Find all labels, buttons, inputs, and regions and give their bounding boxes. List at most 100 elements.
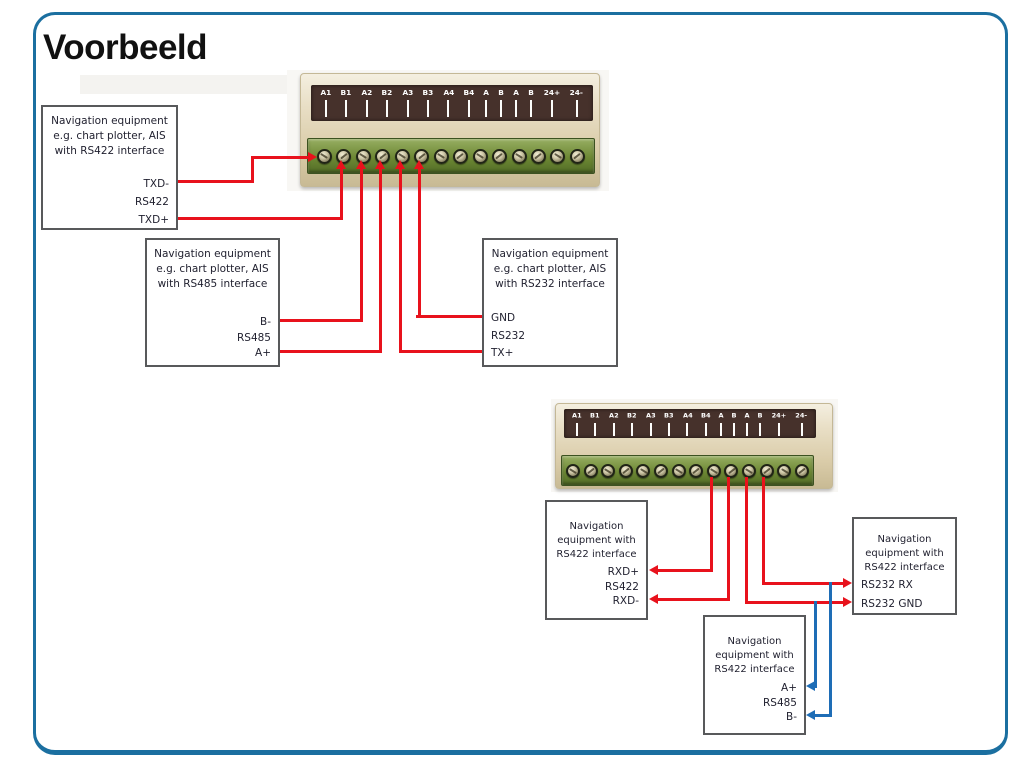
terminal-tick-mark <box>686 423 689 436</box>
terminal-screw <box>724 463 739 478</box>
pin-label: RS232 <box>491 330 526 342</box>
terminal-label: B <box>757 411 763 436</box>
terminal-tick-mark <box>550 100 553 117</box>
wire-a-plus <box>280 350 382 353</box>
terminal-label: 24- <box>794 411 808 436</box>
terminal-screw <box>583 463 598 478</box>
terminal-screw <box>654 463 669 478</box>
terminal-screw <box>794 463 809 478</box>
terminal-label: A <box>744 411 750 436</box>
wire-txd-minus <box>251 156 308 159</box>
wire-txd-minus <box>251 156 254 183</box>
terminal-tick-mark <box>667 423 670 436</box>
terminal-label: A <box>483 88 489 117</box>
box-rs422-sink: Navigation equipment with RS422 interfac… <box>545 500 648 620</box>
terminal-screw <box>636 463 651 478</box>
terminal-screw <box>492 148 508 164</box>
terminal-tick-mark <box>575 423 578 436</box>
terminal-label: B <box>528 88 534 117</box>
page-border-frame <box>33 12 1008 755</box>
terminal-tick-mark <box>426 100 429 117</box>
arrowhead-to-terminal-a3 <box>395 160 405 169</box>
terminal-tick-mark <box>365 100 368 117</box>
terminal-label: B <box>731 411 737 436</box>
terminal-label: B2 <box>626 411 638 436</box>
wire-txd-plus <box>178 217 343 220</box>
wire-gnd <box>416 315 482 318</box>
terminal-screw <box>550 148 566 164</box>
wire-blue-tap-b-minus <box>813 714 832 717</box>
terminal-screw-strip <box>307 138 595 174</box>
terminal-tick-mark <box>530 100 533 117</box>
terminal-tick-mark <box>345 100 348 117</box>
arrowhead-to-terminal-a2 <box>356 160 366 169</box>
terminal-label: B3 <box>663 411 675 436</box>
wire-rs232-gnd <box>745 477 748 604</box>
wire-rxd-plus <box>710 477 713 572</box>
wire-txd-minus <box>178 180 254 183</box>
pin-label: B- <box>786 711 797 723</box>
wire-blue-tap-b-minus <box>829 582 832 717</box>
box-rs232-source: Navigation equipment e.g. chart plotter,… <box>482 238 618 367</box>
wire-blue-tap-a-plus <box>813 685 817 688</box>
arrowhead-to-rs232-gnd <box>843 597 852 607</box>
terminal-label: B3 <box>422 88 434 117</box>
terminal-screw <box>472 148 488 164</box>
arrowhead-to-terminal-b2 <box>375 160 385 169</box>
terminal-screw <box>777 463 792 478</box>
wire-b-minus <box>360 168 363 322</box>
terminal-tick-mark <box>594 423 597 436</box>
box-rs422-source: Navigation equipment e.g. chart plotter,… <box>41 105 178 230</box>
wire-rs232-rx <box>762 477 765 585</box>
pin-label: RS232 RX <box>861 579 913 591</box>
wire-rs232-rx <box>762 582 843 585</box>
pin-label: B- <box>260 316 271 328</box>
terminal-tick-mark <box>575 100 578 117</box>
terminal-label: B <box>498 88 504 117</box>
arrowhead-to-terminal-b1 <box>336 160 346 169</box>
arrowhead-to-rxd-minus <box>649 594 658 604</box>
terminal-label: A4 <box>443 88 455 117</box>
wire-gnd <box>418 168 421 318</box>
arrowhead-to-terminal-b3 <box>414 160 424 169</box>
pin-label: A+ <box>781 682 797 694</box>
terminal-label: A4 <box>682 411 694 436</box>
terminal-tick-mark <box>324 100 327 117</box>
terminal-label: A1 <box>571 411 583 436</box>
terminal-label: A3 <box>402 88 414 117</box>
terminal-screw <box>618 463 633 478</box>
wire-txd-plus <box>340 168 343 220</box>
terminal-tick-mark <box>704 423 707 436</box>
terminal-tick-mark <box>386 100 389 117</box>
wire-rxd-minus <box>658 598 730 601</box>
terminal-label: A3 <box>645 411 657 436</box>
arrowhead-to-b-minus <box>806 710 815 720</box>
terminal-screw <box>759 463 774 478</box>
terminal-screw <box>569 148 585 164</box>
terminal-screw-strip <box>561 455 814 486</box>
pin-label: RXD- <box>612 595 639 607</box>
pin-label: GND <box>491 312 516 324</box>
box-rs485-sink: Navigation equipment with RS422 interfac… <box>703 615 806 735</box>
pin-label: TX+ <box>491 347 514 359</box>
terminal-tick-mark <box>631 423 634 436</box>
terminal-label: B1 <box>589 411 601 436</box>
terminal-tick-mark <box>447 100 450 117</box>
terminal-label: 24+ <box>543 88 561 117</box>
terminal-label: A2 <box>361 88 373 117</box>
terminal-tick-mark <box>649 423 652 436</box>
terminal-tick-mark <box>467 100 470 117</box>
box-title: Navigation equipment with RS422 interfac… <box>556 521 637 560</box>
pin-label: RS485 <box>762 697 797 709</box>
terminal-label: 24- <box>569 88 583 117</box>
terminal-tick-mark <box>733 423 736 436</box>
box-title: Navigation equipment e.g. chart plotter,… <box>491 248 609 290</box>
terminal-label: B1 <box>340 88 352 117</box>
terminal-tick-mark <box>485 100 488 117</box>
wire-a-plus <box>379 168 382 353</box>
photo-background-strip <box>80 75 287 94</box>
